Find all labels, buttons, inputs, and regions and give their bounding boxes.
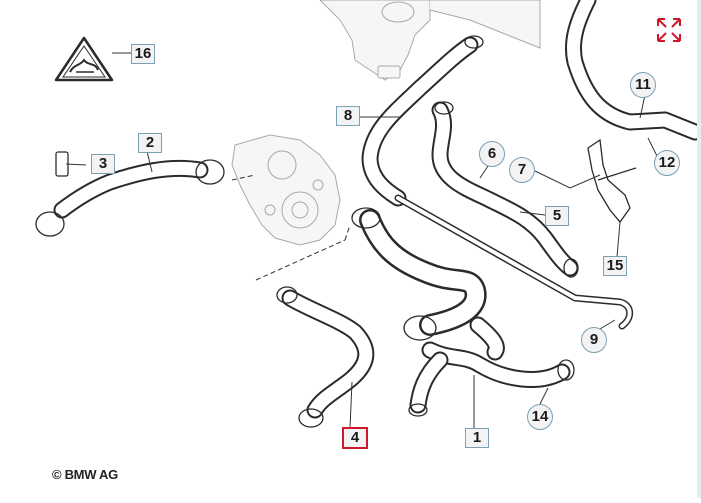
expansion-tank bbox=[319, 0, 541, 81]
part-label-5[interactable]: 5 bbox=[545, 206, 569, 226]
side-scrollbar[interactable] bbox=[697, 0, 701, 498]
part-label-2[interactable]: 2 bbox=[138, 133, 162, 153]
part-label-8[interactable]: 8 bbox=[336, 106, 360, 126]
hose-5 bbox=[431, 101, 579, 278]
expand-icon[interactable] bbox=[657, 18, 681, 42]
part-label-12[interactable]: 12 bbox=[654, 150, 680, 176]
part-label-15[interactable]: 15 bbox=[603, 256, 627, 276]
part-label-7[interactable]: 7 bbox=[509, 157, 535, 183]
copyright-text: © BMW AG bbox=[52, 467, 118, 482]
part-label-11[interactable]: 11 bbox=[630, 72, 656, 98]
hose-1 bbox=[351, 207, 575, 417]
water-pump bbox=[231, 134, 341, 246]
part-label-4[interactable]: 4 bbox=[342, 427, 368, 449]
hose-2 bbox=[35, 151, 225, 237]
part-label-16[interactable]: 16 bbox=[131, 44, 155, 64]
bracket-15 bbox=[587, 138, 637, 224]
dashed-link-4 bbox=[255, 224, 351, 281]
hose-8 bbox=[361, 35, 484, 207]
hose-11 bbox=[564, 0, 701, 141]
pipe-9 bbox=[394, 194, 634, 330]
hot-coolant-warning-icon bbox=[54, 36, 114, 82]
part-label-3[interactable]: 3 bbox=[91, 154, 115, 174]
dashed-link-2 bbox=[231, 174, 256, 181]
part-label-9[interactable]: 9 bbox=[581, 327, 607, 353]
part-label-1[interactable]: 1 bbox=[465, 428, 489, 448]
hose-4 bbox=[276, 286, 375, 428]
part-label-14[interactable]: 14 bbox=[527, 404, 553, 430]
part-label-6[interactable]: 6 bbox=[479, 141, 505, 167]
